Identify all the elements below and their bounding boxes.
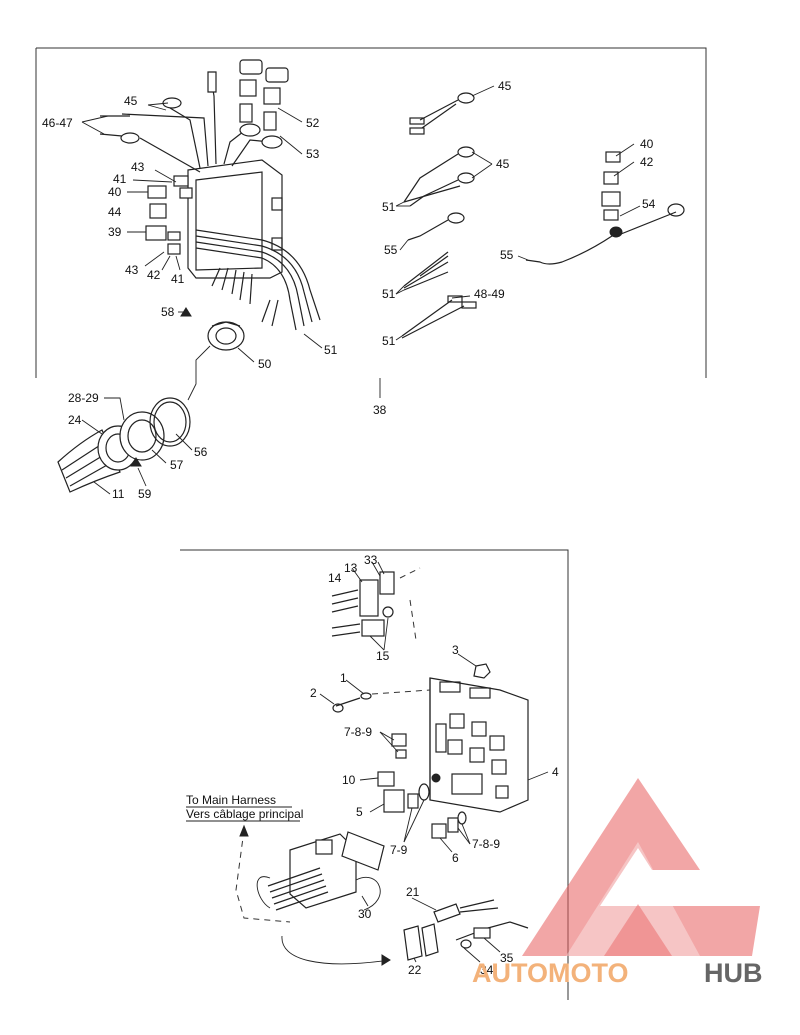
callout-39: 39: [108, 225, 122, 239]
callout-38: 38: [373, 403, 387, 417]
callout-51-right-2: 51: [382, 287, 396, 301]
callout-40-right: 40: [640, 137, 654, 151]
leader-lines: [81, 85, 641, 963]
callout-51-right: 51: [382, 200, 396, 214]
callout-46-47: 46-47: [42, 116, 73, 130]
callout-52: 52: [306, 116, 320, 130]
top-section-frame: [35, 47, 707, 378]
callout-7-8-9: 7-8-9: [344, 725, 372, 739]
callout-50: 50: [258, 357, 272, 371]
bottom-section-frame: [180, 549, 569, 1000]
callout-45-right-2: 45: [496, 157, 510, 171]
callout-43: 43: [131, 160, 145, 174]
callout-51-right-3: 51: [382, 334, 396, 348]
note-to-main-harness: To Main Harness: [186, 793, 276, 807]
callout-33: 33: [364, 553, 378, 567]
callout-34: 34: [480, 963, 494, 977]
harness-note: To Main Harness Vers câblage principal: [186, 793, 303, 837]
watermark-text-hub: HUB: [704, 958, 763, 988]
callout-54: 54: [642, 197, 656, 211]
callout-numbers: 45 46-47 52 53 43 41 40 44 39 43 42 41 5…: [42, 79, 656, 977]
callout-14: 14: [328, 571, 342, 585]
callout-59: 59: [138, 487, 152, 501]
callout-56: 56: [194, 445, 208, 459]
callout-11: 11: [112, 487, 125, 501]
callout-44: 44: [108, 205, 122, 219]
relay-pigtail-assembly: [525, 151, 685, 265]
fuse-box-assembly: [235, 567, 529, 966]
callout-42-right: 42: [640, 155, 654, 169]
callout-30: 30: [358, 907, 372, 921]
loose-wire-leads: [401, 92, 477, 339]
callout-2: 2: [310, 686, 317, 700]
callout-5: 5: [356, 805, 363, 819]
callout-41: 41: [113, 172, 127, 186]
note-vers-cablage: Vers câblage principal: [186, 807, 303, 821]
callout-24: 24: [68, 413, 82, 427]
callout-35: 35: [500, 951, 514, 965]
callout-55: 55: [384, 243, 398, 257]
callout-45: 45: [124, 94, 138, 108]
callout-42: 42: [147, 268, 161, 282]
callout-6: 6: [452, 851, 459, 865]
callout-53: 53: [306, 147, 320, 161]
callout-7-9: 7-9: [390, 843, 408, 857]
callout-13: 13: [344, 561, 358, 575]
callout-28-29: 28-29: [68, 391, 99, 405]
callout-43-lower: 43: [125, 263, 139, 277]
callout-48-49: 48-49: [474, 287, 505, 301]
callout-22: 22: [408, 963, 422, 977]
engine-harness-assembly: [99, 59, 321, 401]
callout-4: 4: [552, 765, 559, 779]
callout-21: 21: [406, 885, 420, 899]
callout-41-lower: 41: [171, 272, 185, 286]
callout-40: 40: [108, 185, 122, 199]
callout-10: 10: [342, 773, 356, 787]
watermark-logo: AUTOMOTO HUB: [472, 778, 763, 988]
callout-1: 1: [340, 671, 347, 685]
callout-45-right: 45: [498, 79, 512, 93]
callout-51: 51: [324, 343, 338, 357]
callout-3: 3: [452, 643, 459, 657]
callout-57: 57: [170, 458, 184, 472]
main-harness-connector-assembly: [57, 397, 191, 493]
callout-15: 15: [376, 649, 390, 663]
callout-55-right: 55: [500, 248, 514, 262]
callout-7-8-9-lower: 7-8-9: [472, 837, 500, 851]
callout-58: 58: [161, 305, 175, 319]
watermark-text-automoto: AUTOMOTO: [472, 958, 629, 988]
